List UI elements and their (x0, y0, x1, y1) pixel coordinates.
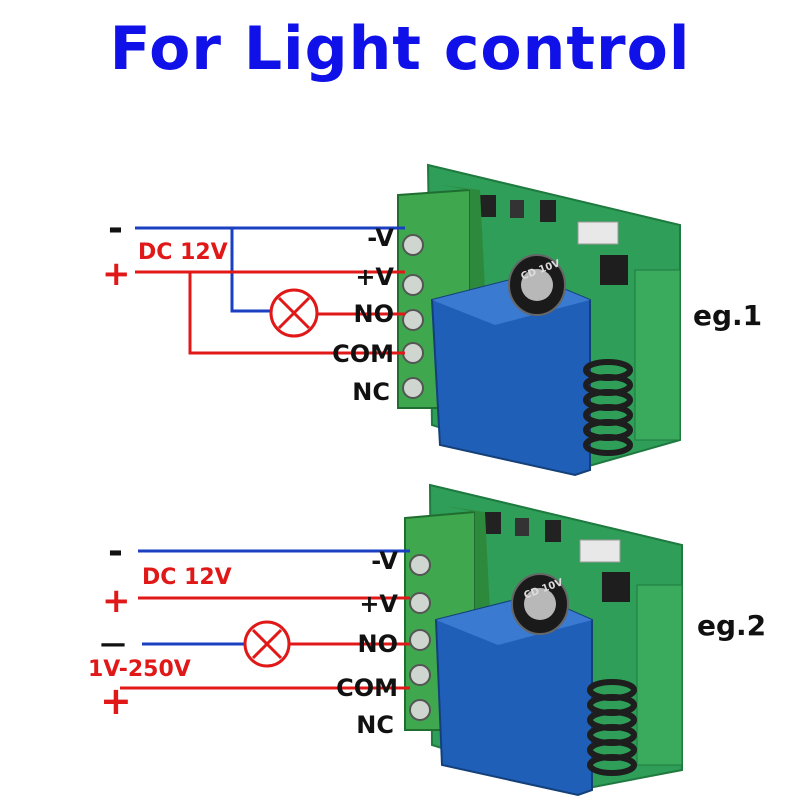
supply-plus-sign: + (102, 581, 131, 621)
supply-minus-sign: - (108, 531, 123, 572)
terminal-screw (409, 592, 431, 614)
receiver-module (636, 584, 683, 766)
ic-chip (602, 572, 630, 602)
terminal-screws (409, 554, 431, 721)
smd-component (485, 512, 501, 534)
antenna-coil (587, 679, 637, 776)
supply-minus-sign: - (108, 208, 123, 249)
positive-wire-to-com (188, 272, 405, 355)
terminal-label-com: COM (332, 340, 394, 368)
capacitor-top (521, 269, 553, 301)
terminal-label-nc: NC (356, 711, 394, 739)
example-1: CD 10V (102, 163, 762, 477)
ic-chip (600, 255, 628, 285)
terminal-label-plus-v: +V (355, 263, 394, 291)
terminal-screw (402, 377, 424, 399)
relay-module-2: CD 10V (404, 483, 683, 797)
negative-wire-to-lamp (230, 228, 270, 313)
capacitor-top (524, 588, 556, 620)
terminal-screw (409, 554, 431, 576)
smd-component (510, 200, 524, 218)
supply-plus-sign: + (102, 254, 131, 294)
antenna-coil (583, 359, 633, 456)
terminal-screw (402, 274, 424, 296)
terminal-labels-2: -V +V NO COM NC (336, 547, 398, 739)
push-button (577, 221, 619, 245)
wiring-1 (135, 226, 405, 355)
terminal-label-plus-v: +V (359, 590, 398, 618)
smd-component (515, 518, 529, 536)
wiring-2 (120, 549, 410, 690)
terminal-screw (402, 342, 424, 364)
terminal-label-minus-v: -V (371, 547, 398, 575)
smd-component (540, 200, 556, 222)
example-label-2: eg.2 (697, 609, 766, 642)
terminal-screw (402, 234, 424, 256)
terminal-label-minus-v: -V (367, 224, 394, 252)
terminal-screws (402, 234, 424, 399)
example-2: CD 10V (88, 483, 766, 797)
terminal-label-no: NO (358, 630, 399, 658)
terminal-label-no: NO (354, 300, 395, 328)
receiver-module (634, 269, 681, 441)
terminal-label-com: COM (336, 674, 398, 702)
terminal-labels-1: -V +V NO COM NC (332, 224, 394, 406)
supply-voltage-label: DC 12V (138, 240, 228, 265)
load-voltage-label: 1V-250V (88, 657, 191, 682)
smd-component (480, 195, 496, 217)
page-title: For Light control (109, 14, 691, 84)
terminal-screw (409, 629, 431, 651)
lamp-icon (243, 620, 291, 668)
example-label-1: eg.1 (693, 299, 762, 332)
terminal-screw (402, 309, 424, 331)
smd-component (545, 520, 561, 542)
lamp-icon (269, 288, 319, 338)
push-button (579, 539, 621, 563)
terminal-label-nc: NC (352, 378, 390, 406)
relay-module-1: CD 10V (397, 163, 681, 477)
terminal-screw (409, 664, 431, 686)
load-plus-sign: + (100, 679, 132, 723)
terminal-screw (409, 699, 431, 721)
supply-voltage-label: DC 12V (142, 565, 232, 590)
load-minus-sign: — (100, 629, 126, 659)
